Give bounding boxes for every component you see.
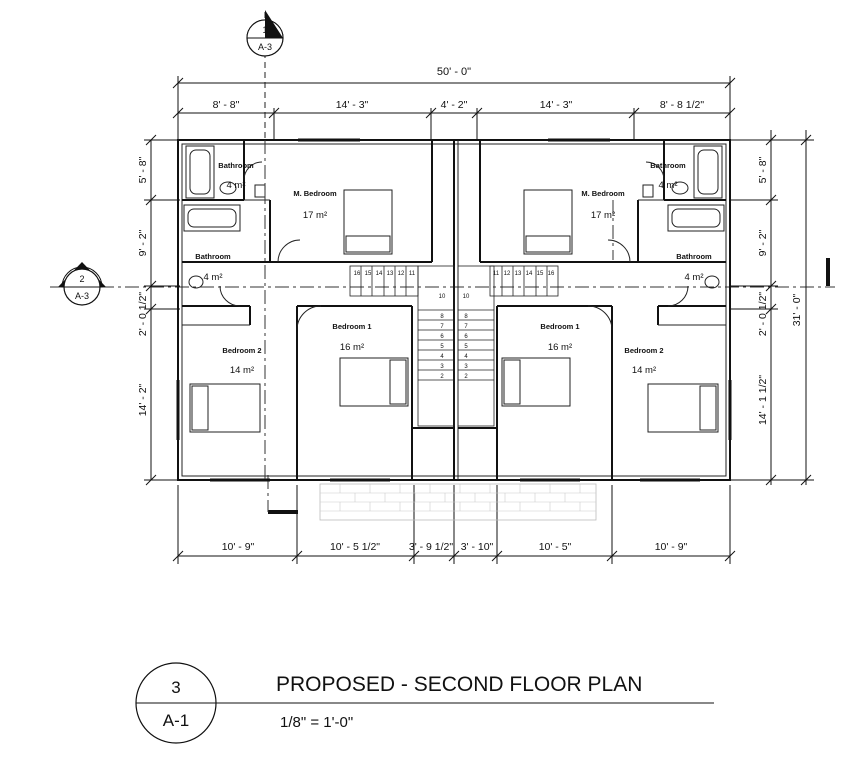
top-dim-3: 4' - 2"	[441, 99, 468, 111]
right-dim-1: 5' - 8"	[757, 156, 769, 183]
stair-left-step: 4	[440, 354, 444, 360]
stair-left-step: 14	[376, 271, 383, 277]
section-marker-top: 1 A-3	[246, 10, 284, 140]
room-area-bath-top-left: 4 m²	[227, 180, 246, 191]
top-dim-4: 14' - 3"	[540, 99, 573, 111]
section-marker-side-number: 2	[79, 274, 84, 284]
stair-left-step: 11	[409, 271, 416, 277]
stair-left-step: 10	[439, 294, 446, 300]
overall-depth-label: 31' - 0"	[791, 293, 803, 326]
section-marker-top-sheet: A-3	[258, 42, 272, 52]
stair-right-step: 2	[464, 374, 468, 380]
beds	[189, 189, 719, 433]
stair-left-step: 2	[440, 374, 444, 380]
room-name-mbed-left: M. Bedroom	[293, 189, 337, 198]
room-name-bath-top-left: Bathroom	[218, 161, 254, 170]
right-dim-3: 2' - 0 1/2"	[757, 292, 769, 337]
bottom-dim-4: 3' - 10"	[461, 541, 494, 553]
stair-right-step: 14	[526, 271, 533, 277]
stair-right-step: 16	[548, 271, 555, 277]
stair-right-step: 13	[515, 271, 522, 277]
room-name-bed2-right: Bedroom 2	[624, 346, 663, 355]
room-name-bath-mid-left: Bathroom	[195, 252, 231, 261]
left-dim-3: 2' - 0 1/2"	[137, 292, 149, 337]
stair-left-step: 8	[440, 314, 444, 320]
room-labels: Bathroom 4 m² Bathroom 4 m² M. Bedroom 1…	[195, 161, 712, 376]
room-name-mbed-right: M. Bedroom	[581, 189, 625, 198]
stair-right-step: 5	[464, 344, 468, 350]
title-block-sheet: A-1	[163, 711, 189, 730]
stair-right-step: 10	[463, 294, 470, 300]
right-dimensions: 5' - 8" 9' - 2" 2' - 0 1/2" 14' - 1 1/2"…	[730, 130, 814, 486]
stair-left-step: 16	[354, 271, 361, 277]
center-lines	[264, 140, 614, 480]
room-name-bed2-left: Bedroom 2	[222, 346, 261, 355]
top-dimensions: 50' - 0" 8' - 8" 14' - 3" 4' - 2" 14' - …	[172, 66, 736, 140]
drawing-title: PROPOSED - SECOND FLOOR PLAN	[276, 673, 642, 696]
stair-right-step: 11	[493, 271, 500, 277]
stairs-right: 11 12 13 14 15 16 10 8 7 6 5 4 3 2	[457, 265, 559, 427]
stair-right-step: 3	[464, 364, 468, 370]
room-area-bed1-right: 16 m²	[548, 342, 572, 353]
stair-right-step: 12	[504, 271, 511, 277]
room-area-mbed-left: 17 m²	[303, 210, 327, 221]
stair-right-step: 7	[464, 324, 468, 330]
room-name-bath-top-right: Bathroom	[650, 161, 686, 170]
right-dim-2: 9' - 2"	[757, 229, 769, 256]
room-area-bed2-right: 14 m²	[632, 365, 656, 376]
title-block-number: 3	[171, 678, 180, 697]
section-marker-side-sheet: A-3	[75, 291, 89, 301]
bottom-dim-5: 10' - 5"	[539, 541, 572, 553]
front-porch	[319, 483, 597, 521]
top-dim-2: 14' - 3"	[336, 99, 369, 111]
bottom-dim-1: 10' - 9"	[222, 541, 255, 553]
room-name-bed1-left: Bedroom 1	[332, 322, 371, 331]
stair-right-step: 6	[464, 334, 468, 340]
bottom-dim-6: 10' - 9"	[655, 541, 688, 553]
room-area-mbed-right: 17 m²	[591, 210, 615, 221]
bottom-dim-3: 3' - 9 1/2"	[409, 541, 454, 553]
overall-width-label: 50' - 0"	[437, 66, 471, 78]
stair-left-step: 6	[440, 334, 444, 340]
stair-left-step: 13	[387, 271, 394, 277]
room-name-bath-mid-right: Bathroom	[676, 252, 712, 261]
room-area-bed1-left: 16 m²	[340, 342, 364, 353]
right-dim-4: 14' - 1 1/2"	[757, 375, 769, 425]
left-dim-2: 9' - 2"	[137, 229, 149, 256]
top-dim-5: 8' - 8 1/2"	[660, 99, 705, 111]
room-area-bath-mid-left: 4 m²	[204, 272, 223, 283]
room-area-bed2-left: 14 m²	[230, 365, 254, 376]
drawing-scale: 1/8" = 1'-0"	[280, 714, 353, 731]
room-area-bath-top-right: 4 m²	[659, 180, 678, 191]
left-dimensions: 5' - 8" 9' - 2" 2' - 0 1/2" 14' - 2"	[137, 134, 180, 486]
room-name-bed1-right: Bedroom 1	[540, 322, 579, 331]
stair-left-step: 5	[440, 344, 444, 350]
section-marker-side: 2 A-3	[50, 258, 835, 514]
room-area-bath-mid-right: 4 m²	[685, 272, 704, 283]
stair-left-step: 7	[440, 324, 444, 330]
left-dim-4: 14' - 2"	[137, 383, 149, 416]
stair-left-step: 12	[398, 271, 405, 277]
bottom-dim-2: 10' - 5 1/2"	[330, 541, 380, 553]
stair-right-step: 8	[464, 314, 468, 320]
stair-right-step: 15	[537, 271, 544, 277]
left-dim-1: 5' - 8"	[137, 156, 149, 183]
stair-left-step: 15	[365, 271, 372, 277]
title-block: 3 A-1 PROPOSED - SECOND FLOOR PLAN 1/8" …	[135, 662, 714, 744]
stairs-left: 16 15 14 13 12 11 10 8 7 6 5 4 3 2	[349, 265, 455, 427]
stair-left-step: 3	[440, 364, 444, 370]
stair-right-step: 4	[464, 354, 468, 360]
bottom-dimensions: 10' - 9" 10' - 5 1/2" 3' - 9 1/2" 3' - 1…	[172, 485, 736, 564]
top-dim-1: 8' - 8"	[213, 99, 240, 111]
section-marker-top-number: 1	[262, 25, 267, 35]
